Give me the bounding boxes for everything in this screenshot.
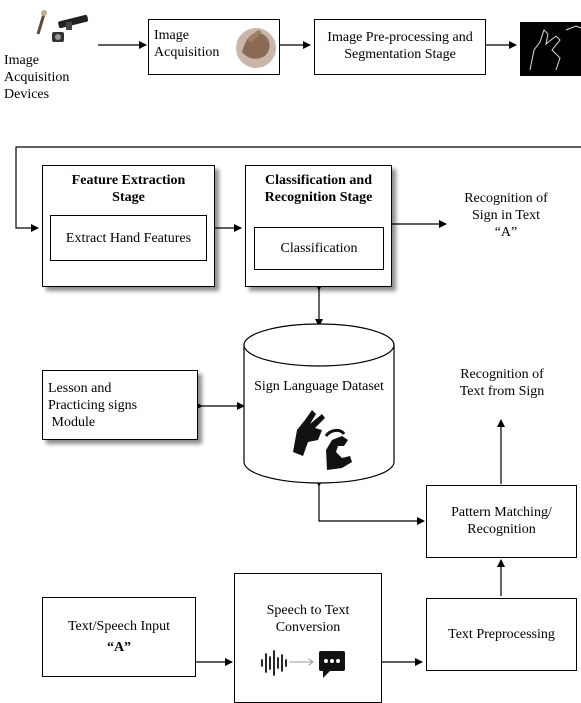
acquisition-devices-line: Image bbox=[4, 53, 39, 68]
pattern-matching-box bbox=[426, 485, 577, 558]
image-acquisition-box bbox=[148, 19, 280, 75]
preprocessing-line: Image Pre-processing and bbox=[327, 30, 473, 45]
classification-inner-label: Classification bbox=[280, 241, 358, 256]
text-preprocessing-box bbox=[426, 598, 577, 671]
dataset-label: Sign Language Dataset bbox=[254, 379, 384, 394]
image-acquisition-line: Acquisition bbox=[154, 45, 220, 60]
lesson-module-box bbox=[42, 370, 198, 440]
speech-to-text-box bbox=[234, 573, 382, 703]
classification-title-line: Recognition Stage bbox=[264, 190, 373, 205]
extract-hand-features-box bbox=[50, 215, 207, 261]
extract-hand-features-label: Extract Hand Features bbox=[65, 231, 192, 246]
text-speech-input-label: Text/Speech Input “A” bbox=[42, 618, 196, 656]
dataset-cylinder bbox=[243, 323, 395, 484]
image-acquisition-label: Image Acquisition bbox=[154, 27, 234, 61]
lesson-module-label: Lesson and Practicing signs Module bbox=[48, 380, 158, 431]
feature-extraction-title-line: Stage bbox=[112, 190, 145, 205]
arrow-dataset-pattern bbox=[315, 479, 425, 525]
recognition-text-from-sign-label: Recognition of Text from Sign bbox=[438, 366, 566, 400]
preprocessing-label: Image Pre-processing and Segmentation St… bbox=[314, 29, 486, 63]
chat-bubble-icon bbox=[319, 651, 345, 678]
recognition-sign-text-label: Recognition of Sign in Text “A” bbox=[446, 190, 566, 241]
image-acquisition-line: Image bbox=[154, 28, 189, 43]
recognition-text-from-sign-line: Recognition of bbox=[460, 367, 544, 382]
recognition-sign-text-line: Recognition of bbox=[464, 191, 548, 206]
classification-title-line: Classification and bbox=[265, 173, 372, 188]
lesson-module-line: Lesson and bbox=[48, 381, 112, 396]
classification-title: Classification and Recognition Stage bbox=[245, 172, 392, 206]
hand-photo-icon bbox=[236, 28, 276, 68]
camera-device-icon bbox=[36, 10, 89, 42]
arrow-loop-to-feature-extraction bbox=[15, 146, 581, 232]
classification-inner-box bbox=[254, 227, 384, 270]
pattern-matching-label: Pattern Matching/ Recognition bbox=[426, 504, 577, 538]
pattern-matching-line: Recognition bbox=[467, 522, 536, 537]
text-speech-input-line: “A” bbox=[106, 640, 132, 655]
lesson-module-line: Practicing signs bbox=[48, 398, 138, 413]
sound-wave-icon bbox=[261, 650, 314, 676]
preprocessing-box bbox=[314, 19, 486, 75]
hand-contour-icon bbox=[520, 22, 581, 76]
recognition-sign-text-line: “A” bbox=[494, 225, 518, 240]
speech-to-text-line: Conversion bbox=[275, 620, 341, 635]
preprocessing-line: Segmentation Stage bbox=[344, 47, 456, 62]
feature-extraction-title: Feature Extraction Stage bbox=[42, 172, 215, 206]
text-speech-input-line: Text/Speech Input bbox=[67, 619, 171, 634]
pattern-matching-line: Pattern Matching/ bbox=[451, 505, 552, 520]
speech-to-text-line: Speech to Text bbox=[266, 603, 350, 618]
text-preprocessing-label: Text Preprocessing bbox=[448, 627, 555, 642]
acquisition-devices-label: Image Acquisition Devices bbox=[4, 52, 84, 103]
recognition-sign-text-line: Sign in Text bbox=[472, 208, 540, 223]
recognition-text-from-sign-line: Text from Sign bbox=[459, 384, 545, 399]
acquisition-devices-line: Devices bbox=[4, 87, 50, 102]
text-speech-input-box bbox=[42, 597, 196, 677]
acquisition-devices-line: Acquisition bbox=[4, 70, 70, 85]
feature-extraction-title-line: Feature Extraction bbox=[71, 173, 186, 188]
lesson-module-line: Module bbox=[48, 415, 96, 430]
speech-to-text-label: Speech to Text Conversion bbox=[234, 602, 382, 636]
sign-hands-icon bbox=[293, 410, 352, 470]
